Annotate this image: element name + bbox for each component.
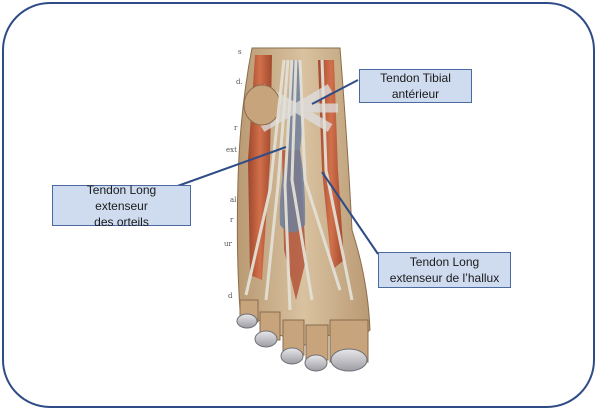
- rounded-frame: [2, 2, 595, 408]
- label-tendon-long-extenseur-hallux: Tendon Long extenseur de l’hallux: [378, 252, 511, 288]
- margin-mark: r: [230, 216, 234, 224]
- margin-mark: al: [230, 196, 237, 204]
- margin-mark: d.: [236, 78, 243, 86]
- margin-mark: ext: [226, 146, 237, 154]
- margin-mark: ur: [224, 240, 232, 248]
- malleolus: [243, 84, 281, 126]
- margin-mark: s: [238, 48, 242, 56]
- margin-mark: d: [228, 292, 233, 300]
- label-tendon-long-extenseur-orteils: Tendon Long extenseur des orteils: [52, 183, 191, 229]
- toenails: [236, 313, 368, 372]
- label-tendon-tibial-anterieur: Tendon Tibial antérieur: [359, 69, 472, 103]
- margin-mark: r: [234, 124, 238, 132]
